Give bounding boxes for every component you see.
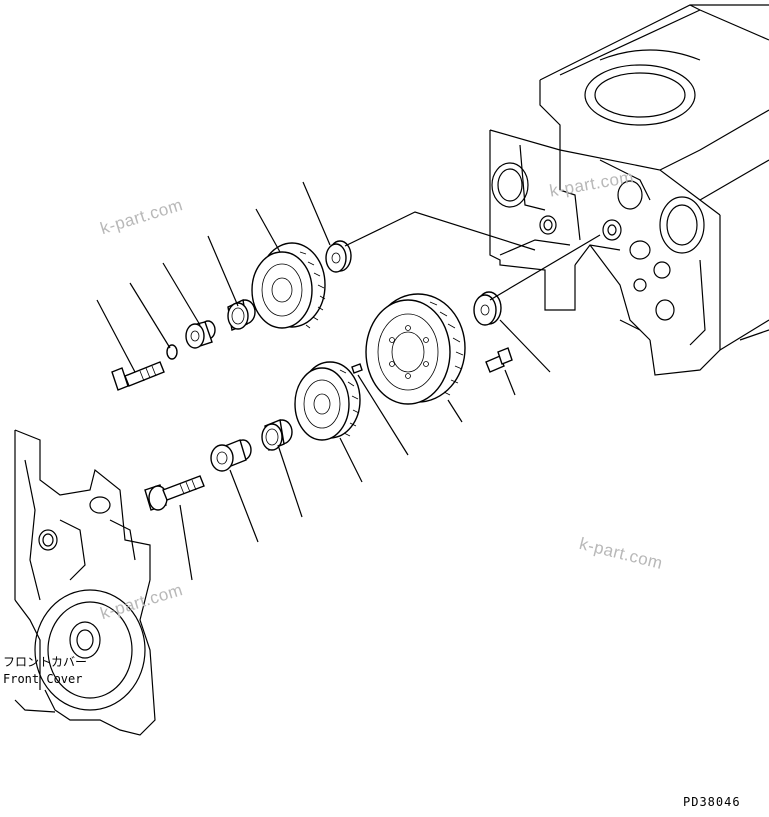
shaft-lower [210, 439, 252, 472]
large-gear [365, 293, 466, 405]
washer-upper [166, 344, 178, 360]
bushing-lower [261, 419, 293, 451]
bolt-upper [111, 361, 165, 391]
thrust-washer-upper [325, 240, 352, 273]
flange-bolt-lower [144, 475, 205, 511]
thrust-washer-right [473, 291, 502, 326]
idler-gear-upper [251, 242, 326, 329]
idler-gear-lower [294, 361, 361, 441]
engine-block [489, 4, 769, 376]
leader-lines [96, 181, 601, 581]
front-cover-label-en: Front Cover [3, 672, 83, 686]
drawing-code: PD38046 [683, 795, 741, 809]
bushing-upper [227, 298, 256, 331]
dowel-pin [351, 363, 363, 374]
bolt-right [485, 347, 513, 373]
front-cover [14, 429, 156, 736]
shaft-upper [185, 320, 216, 349]
front-cover-label-jp: フロントカバー [3, 655, 88, 669]
